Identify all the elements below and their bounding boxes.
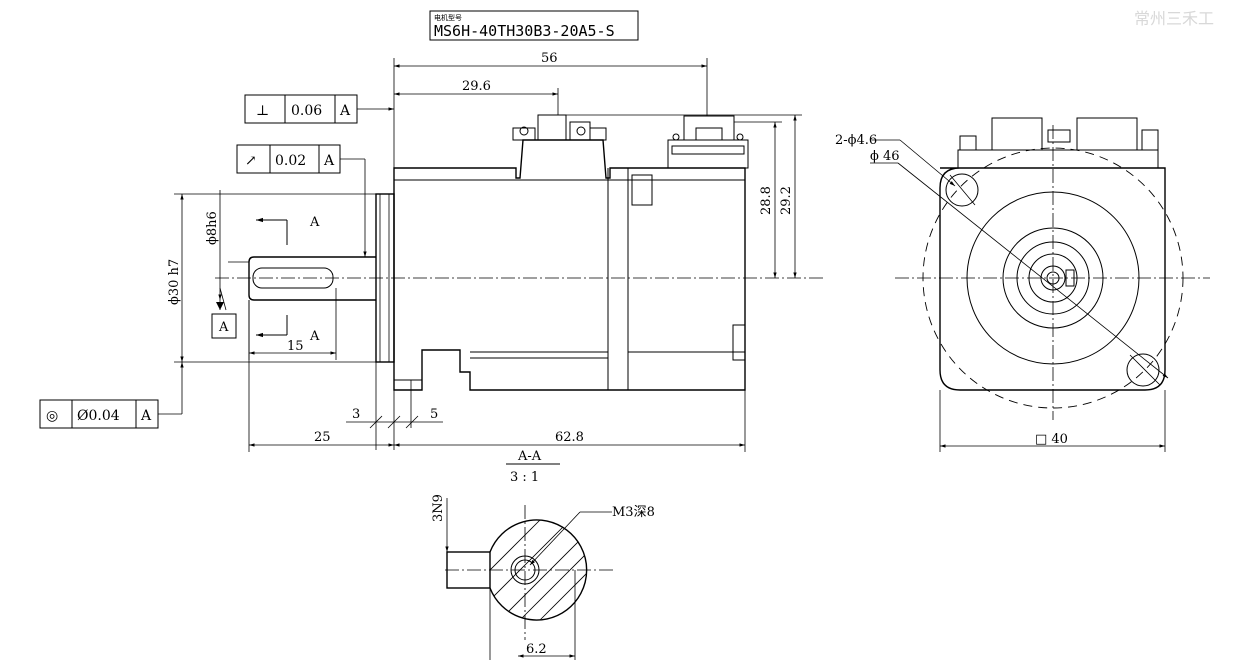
watermark: 常州三禾工 <box>1134 9 1214 28</box>
dim-phi46: ϕ 46 <box>870 149 900 164</box>
dim-3n9: 3N9 <box>431 494 446 522</box>
dim-25: 25 <box>314 430 331 445</box>
datum-label: A <box>218 320 229 335</box>
dim-hole: 2-ϕ4.6 <box>835 133 877 148</box>
fcf-perp-datum: A <box>339 103 351 119</box>
dim-5: 5 <box>430 407 438 422</box>
section-mark-top: A <box>309 215 320 230</box>
fcf-runout-symbol: ↗ <box>245 153 257 169</box>
motor-body <box>393 114 749 391</box>
dim-29-6: 29.6 <box>462 79 491 94</box>
dim-56: 56 <box>541 51 558 66</box>
side-view: A A 56 29.6 28.8 29.2 ϕ8h6 ϕ30 h7 <box>39 51 825 452</box>
fcf-runout: ↗ 0.02 A <box>236 144 367 257</box>
dim-29-2: 29.2 <box>779 186 794 215</box>
shaft <box>228 256 376 301</box>
section-title: A-A <box>517 449 542 464</box>
fcf-concentricity: ◎ Ø0.04 A <box>39 362 184 429</box>
dim-m3: M3深8 <box>612 505 655 520</box>
section-scale: 3 : 1 <box>510 470 539 485</box>
dim-square-40: □ 40 <box>1035 432 1068 447</box>
model-box: 电机型号 MS6H-40TH30B3-20A5-S <box>429 10 639 41</box>
dim-15: 15 <box>287 339 304 354</box>
section-mark-bottom: A <box>309 329 320 344</box>
fcf-perp-symbol: ⊥ <box>256 103 269 119</box>
fcf-conc-value: Ø0.04 <box>77 408 120 424</box>
dim-phi30h7: ϕ30 h7 <box>167 259 182 305</box>
fcf-conc-symbol: ◎ <box>46 408 58 424</box>
fcf-perpendicularity: ⊥ 0.06 A <box>244 94 394 124</box>
dim-28-8: 28.8 <box>759 186 774 215</box>
fcf-runout-value: 0.02 <box>275 153 306 169</box>
fcf-runout-datum: A <box>323 153 335 169</box>
dim-3: 3 <box>352 407 360 422</box>
dim-phi8h6: ϕ8h6 <box>205 211 220 245</box>
section-view: A-A 3 : 1 3N9 M3深8 6 <box>431 449 655 660</box>
front-view: 2-ϕ4.6 ϕ 46 □ 40 <box>835 117 1210 452</box>
dim-6-2: 6.2 <box>526 642 547 657</box>
dim-62-8: 62.8 <box>555 430 584 445</box>
model-label: 电机型号 <box>434 13 462 22</box>
model-number: MS6H-40TH30B3-20A5-S <box>434 22 615 40</box>
fcf-conc-datum: A <box>140 408 152 424</box>
section-markers: A A <box>256 215 320 344</box>
fcf-perp-value: 0.06 <box>291 103 322 119</box>
